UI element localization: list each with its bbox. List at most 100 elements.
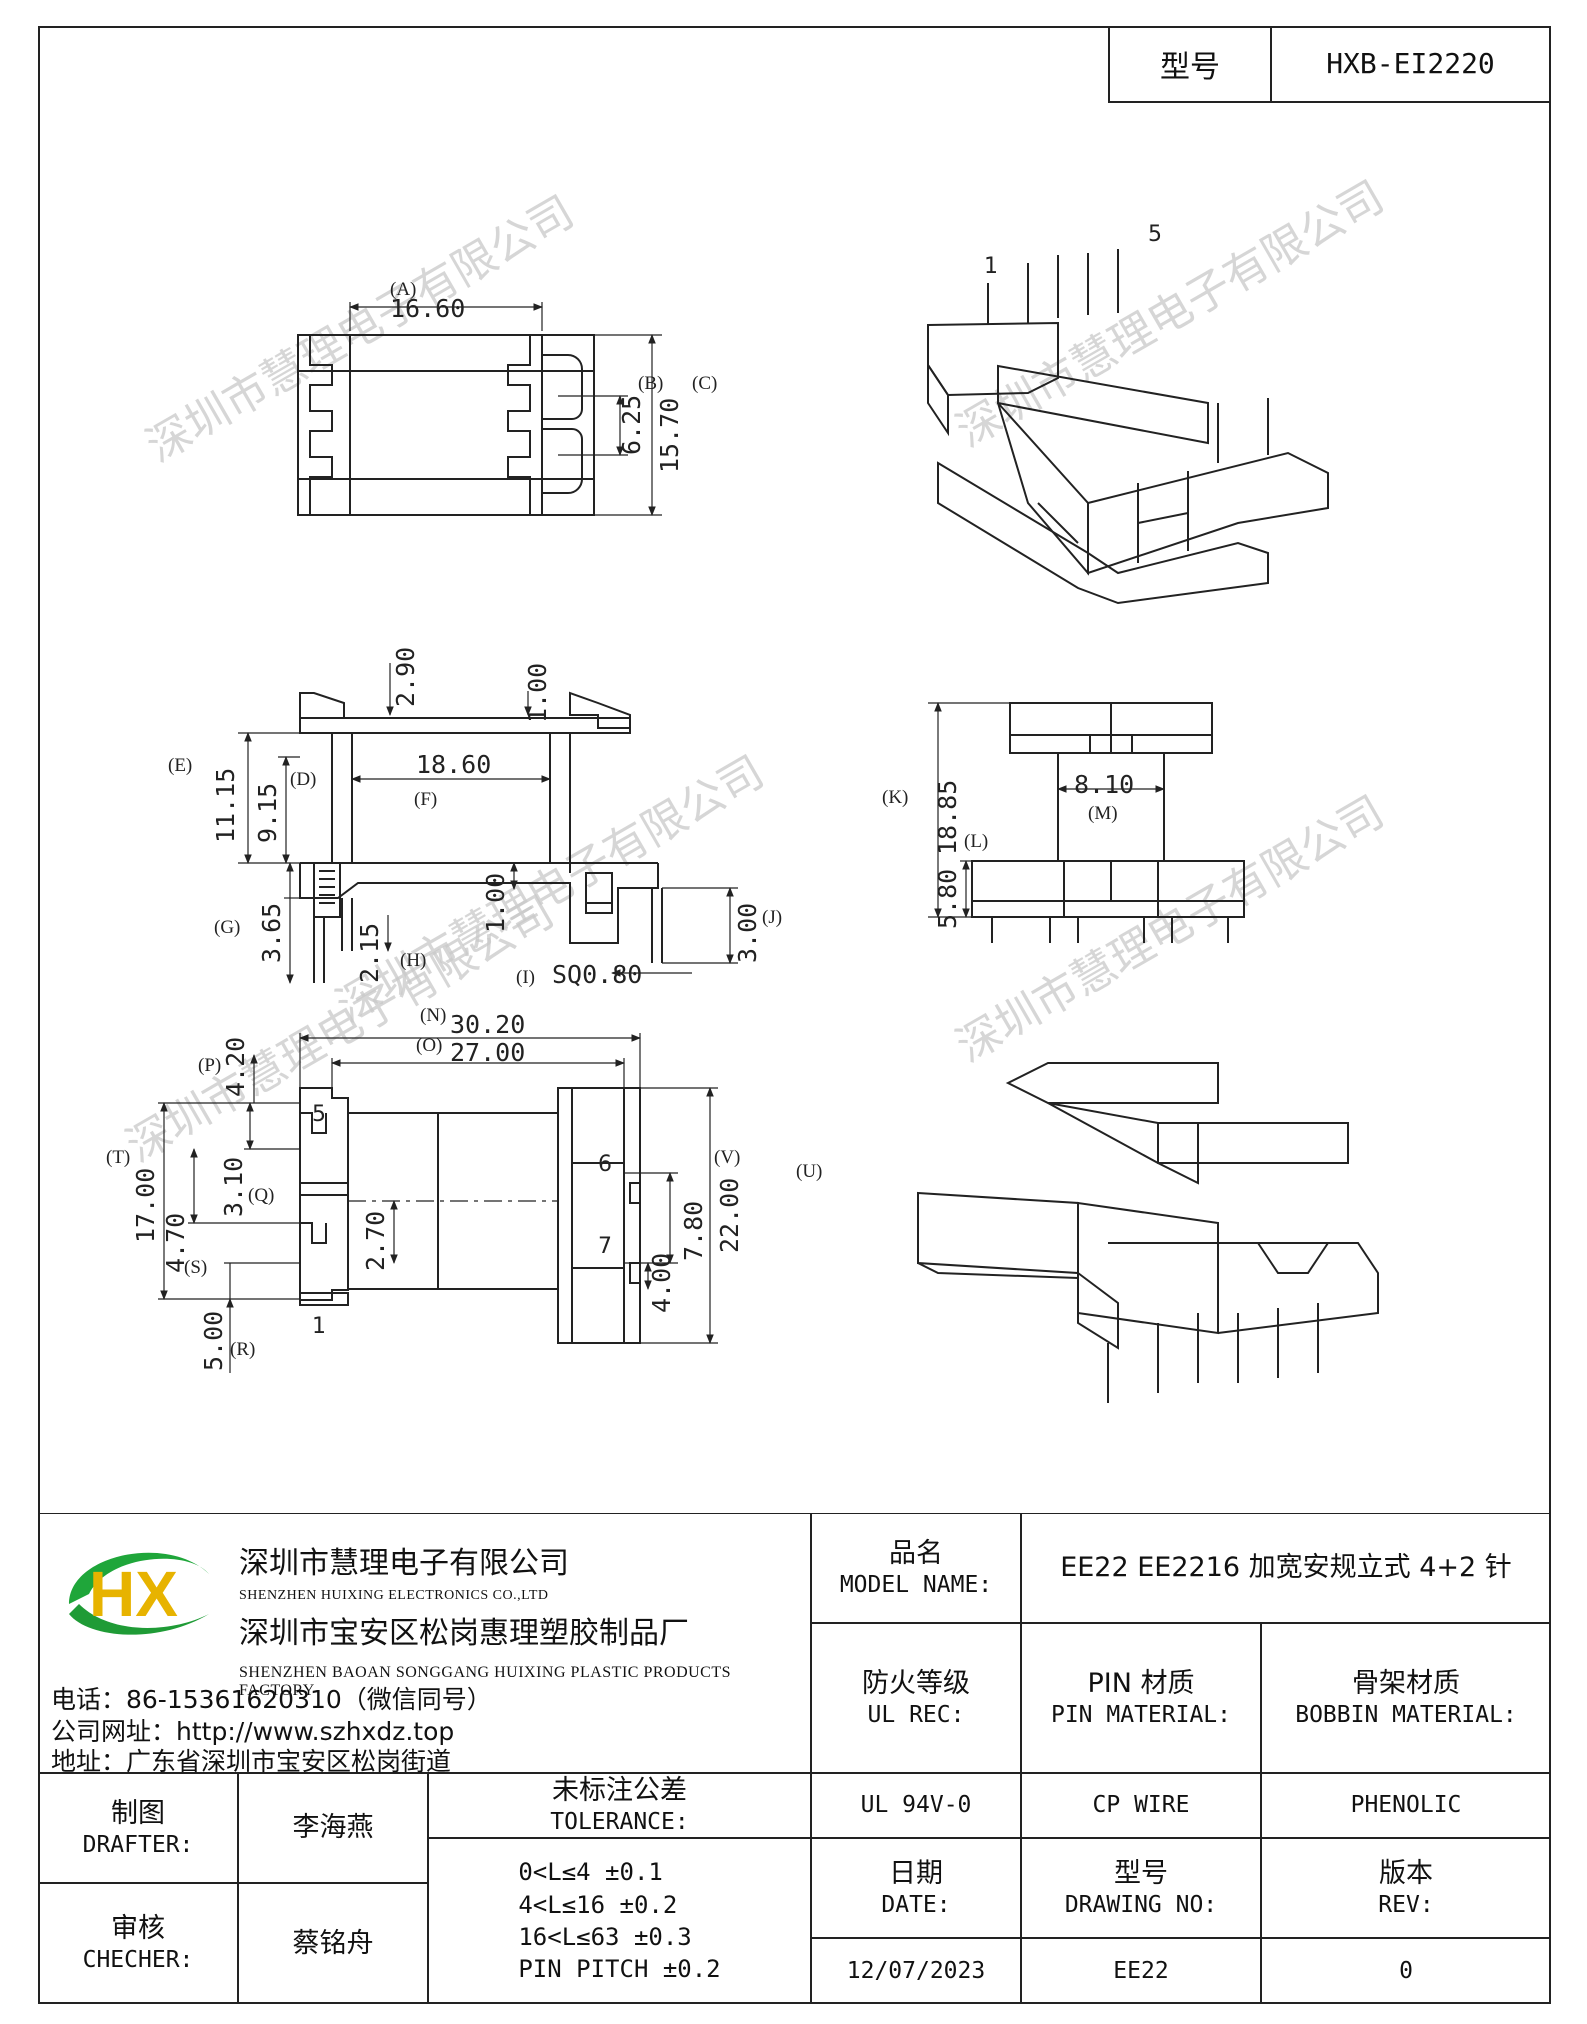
label-U: (U) [796,1161,822,1182]
tolerance-values: 0<L≤4 ±0.1 4<L≤16 ±0.2 16<L≤63 ±0.3 PIN … [428,1838,811,2004]
dim-M: 8.10 [1074,770,1134,799]
model-number-box: 型号 HXB-EI2220 [1108,26,1551,103]
dim-K: 18.85 [933,780,962,855]
watermark-2: 深圳市慧理电子有限公司 [948,171,1393,457]
dim-F: 18.60 [416,750,491,779]
company-website: 公司网址：http://www.szhxdz.top [51,1717,455,1746]
rev-label-cn: 版本 [1379,1857,1433,1889]
label-R: (R) [230,1339,255,1360]
watermark-group: 深圳市慧理电子有限公司 深圳市慧理电子有限公司 深圳市慧理电子有限公司 深圳市慧… [118,171,1393,1172]
model-name-label: 品名 MODEL NAME: [811,1513,1021,1623]
model-value: HXB-EI2220 [1326,47,1495,80]
bobbin-material-label: 骨架材质 BOBBIN MATERIAL: [1261,1623,1551,1773]
model-name-label-en: MODEL NAME: [839,1571,993,1598]
label-Q: (Q) [248,1185,274,1206]
dim-1-00-top: 1.00 [523,663,552,723]
checker-label-cn: 审核 [111,1913,165,1945]
label-T: (T) [106,1147,130,1168]
tolerance-label-cn: 未标注公差 [552,1775,687,1807]
dim-A: 16.60 [390,294,465,323]
tolerance-item-1: 0<L≤4 ±0.1 [518,1858,663,1887]
ul-rec-label-cn: 防火等级 [862,1667,970,1699]
dim-Q: 3.10 [219,1157,248,1217]
drawing-no-value-text: EE22 [1113,1957,1169,1984]
dim-N: 30.20 [450,1010,525,1039]
label-E: (E) [168,755,192,776]
tolerance-label: 未标注公差 TOLERANCE: [428,1773,811,1838]
bobbin-material-label-cn: 骨架材质 [1352,1667,1460,1699]
dim-B: 6.25 [617,395,646,455]
iso-pin-label-5: 5 [1148,222,1162,247]
label-D: (D) [290,769,316,790]
label-S: (S) [184,1257,207,1278]
drafter-name-text: 李海燕 [292,1812,374,1844]
dim-G: 3.65 [257,903,286,963]
company-name-en-1: SHENZHEN HUIXING ELECTRONICS CO.,LTD [239,1588,549,1603]
dim-T: 17.00 [131,1168,160,1243]
company-name-cn-1: 深圳市慧理电子有限公司 [239,1546,569,1581]
pin-label-6: 6 [598,1152,612,1177]
drawing-no-label: 型号 DRAWING NO: [1021,1838,1261,1938]
pin-material-value: CP WIRE [1021,1773,1261,1838]
dim-O: 27.00 [450,1038,525,1067]
iso-view-top [927,249,1329,605]
label-N: (N) [420,1005,446,1026]
drawing-no-value: EE22 [1021,1938,1261,2004]
label-J: (J) [762,907,782,928]
ul-rec-label-en: UL REC: [867,1701,965,1728]
side-view [238,663,738,984]
drafter-label-en: DRAFTER: [82,1831,194,1858]
dim-I: SQ0.80 [552,960,642,989]
drafter-label: 制图 DRAFTER: [38,1773,238,1883]
checker-label: 审核 CHECHER: [38,1883,238,2004]
end-view [928,702,1245,943]
label-V: (V) [714,1147,740,1168]
ul-value: UL 94V-0 [811,1773,1021,1838]
dim-L: 5.80 [933,869,962,929]
model-name-value: EE22 EE2216 加宽安规立式 4+2 针 [1021,1513,1551,1623]
dim-U: 22.00 [715,1178,744,1253]
tolerance-list: 0<L≤4 ±0.1 4<L≤16 ±0.2 16<L≤63 ±0.3 PIN … [518,1856,720,1986]
rev-label-en: REV: [1378,1891,1434,1918]
date-value-text: 12/07/2023 [846,1957,986,1984]
drafter-name: 李海燕 [238,1773,428,1883]
pin-label-5: 5 [312,1102,326,1127]
iso-view-bottom [917,1062,1379,1403]
label-G: (G) [214,917,240,938]
logo-letters: HX [89,1558,178,1630]
model-name-label-cn: 品名 [889,1537,943,1569]
date-label-cn: 日期 [889,1857,943,1889]
tolerance-item-2: 4<L≤16 ±0.2 [518,1890,678,1919]
dim-J: 3.00 [733,903,762,963]
label-K: (K) [882,787,908,808]
bobbin-material-value: PHENOLIC [1261,1773,1551,1838]
dim-H: 2.15 [355,923,384,983]
ul-rec-label: 防火等级 UL REC: [811,1623,1021,1773]
tolerance-label-en: TOLERANCE: [550,1809,689,1835]
label-O: (O) [416,1035,442,1056]
date-value: 12/07/2023 [811,1938,1021,2004]
checker-name-text: 蔡铭舟 [292,1927,374,1959]
company-name-en-2: SHENZHEN BAOAN SONGGANG HUIXING PLASTIC … [239,1664,732,1699]
tolerance-item-4: PIN PITCH ±0.2 [518,1955,721,1984]
title-block: HX 深圳市慧理电子有限公司 SHENZHEN HUIXING ELECTRON… [38,1513,1551,2004]
pin-material-value-text: CP WIRE [1092,1792,1190,1819]
pin-label-7: 7 [598,1234,612,1259]
pin-label-1: 1 [312,1314,326,1339]
top-view [297,302,662,516]
company-address: 地址：广东省深圳市宝安区松岗街道 [51,1747,452,1776]
ul-value-text: UL 94V-0 [860,1792,972,1819]
pin-material-label-en: PIN MATERIAL: [1050,1701,1231,1728]
company-logo: HX [69,1552,209,1635]
label-F: (F) [414,789,437,810]
label-M: (M) [1088,803,1118,824]
company-info: HX 深圳市慧理电子有限公司 SHENZHEN HUIXING ELECTRON… [38,1513,811,1776]
tolerance-item-3: 16<L≤63 ±0.3 [518,1923,692,1951]
rev-value: 0 [1261,1938,1551,2004]
bobbin-material-value-text: PHENOLIC [1350,1792,1462,1819]
label-A: (A) [390,279,416,300]
watermark-4: 深圳市慧理电子有限公司 [948,786,1393,1072]
rev-label: 版本 REV: [1261,1838,1551,1938]
iso-pin-label-1: 1 [984,254,998,279]
dim-E: 11.15 [211,768,240,843]
